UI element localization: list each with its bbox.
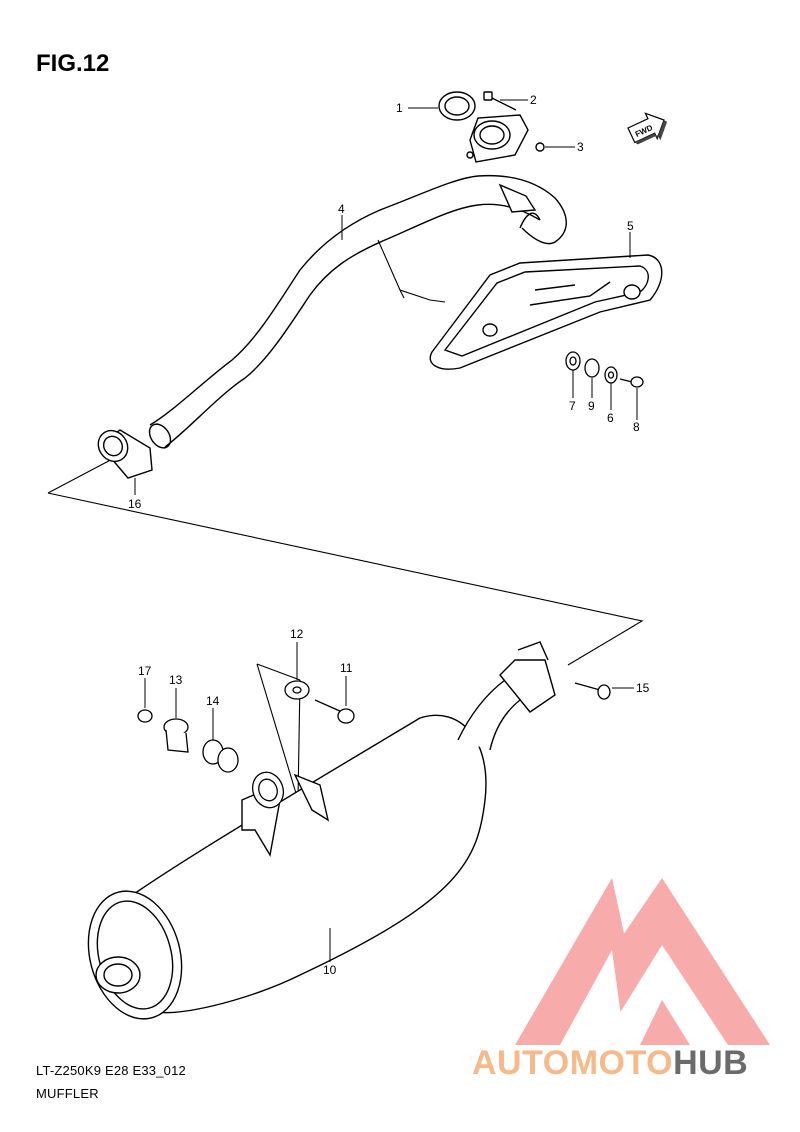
section-name: MUFFLER — [36, 1086, 99, 1101]
watermark-logo — [515, 878, 770, 1045]
figure-title: FIG.12 — [36, 50, 110, 77]
callout-9: 9 — [588, 399, 595, 413]
callout-8: 8 — [633, 420, 640, 434]
callout-labels: 1 2 3 4 5 6 7 8 9 10 11 12 13 14 15 16 1… — [128, 93, 650, 977]
watermark-brand-part1: AUTOMOTO — [472, 1044, 674, 1082]
muffler-body — [87, 641, 556, 1020]
callout-1: 1 — [396, 101, 403, 115]
callout-15: 15 — [636, 681, 650, 695]
exhaust-flange — [438, 91, 545, 213]
fwd-arrow-icon: FWD — [627, 112, 668, 145]
watermark-brand: AUTOMOTOHUB — [472, 1044, 748, 1083]
watermark-brand-part2: HUB — [673, 1044, 749, 1082]
callout-12: 12 — [290, 627, 304, 641]
heat-shield — [429, 254, 663, 370]
callout-14: 14 — [206, 694, 220, 708]
callout-7: 7 — [569, 399, 576, 413]
callout-10: 10 — [323, 963, 337, 977]
exhaust-pipe — [148, 174, 567, 449]
callout-2: 2 — [530, 93, 537, 107]
callout-17: 17 — [138, 664, 152, 678]
pipe-sleeve — [97, 429, 153, 479]
callout-16: 16 — [128, 497, 142, 511]
callout-4: 4 — [338, 202, 345, 216]
muffler-mount-parts — [137, 680, 611, 809]
callout-11: 11 — [340, 661, 353, 675]
callout-6: 6 — [607, 411, 614, 425]
callout-5: 5 — [627, 219, 634, 233]
callout-13: 13 — [169, 673, 183, 687]
callout-leaders — [134, 99, 638, 962]
callout-3: 3 — [577, 140, 584, 154]
shield-fasteners — [565, 351, 644, 388]
model-code: LT-Z250K9 E28 E33_012 — [36, 1063, 186, 1078]
